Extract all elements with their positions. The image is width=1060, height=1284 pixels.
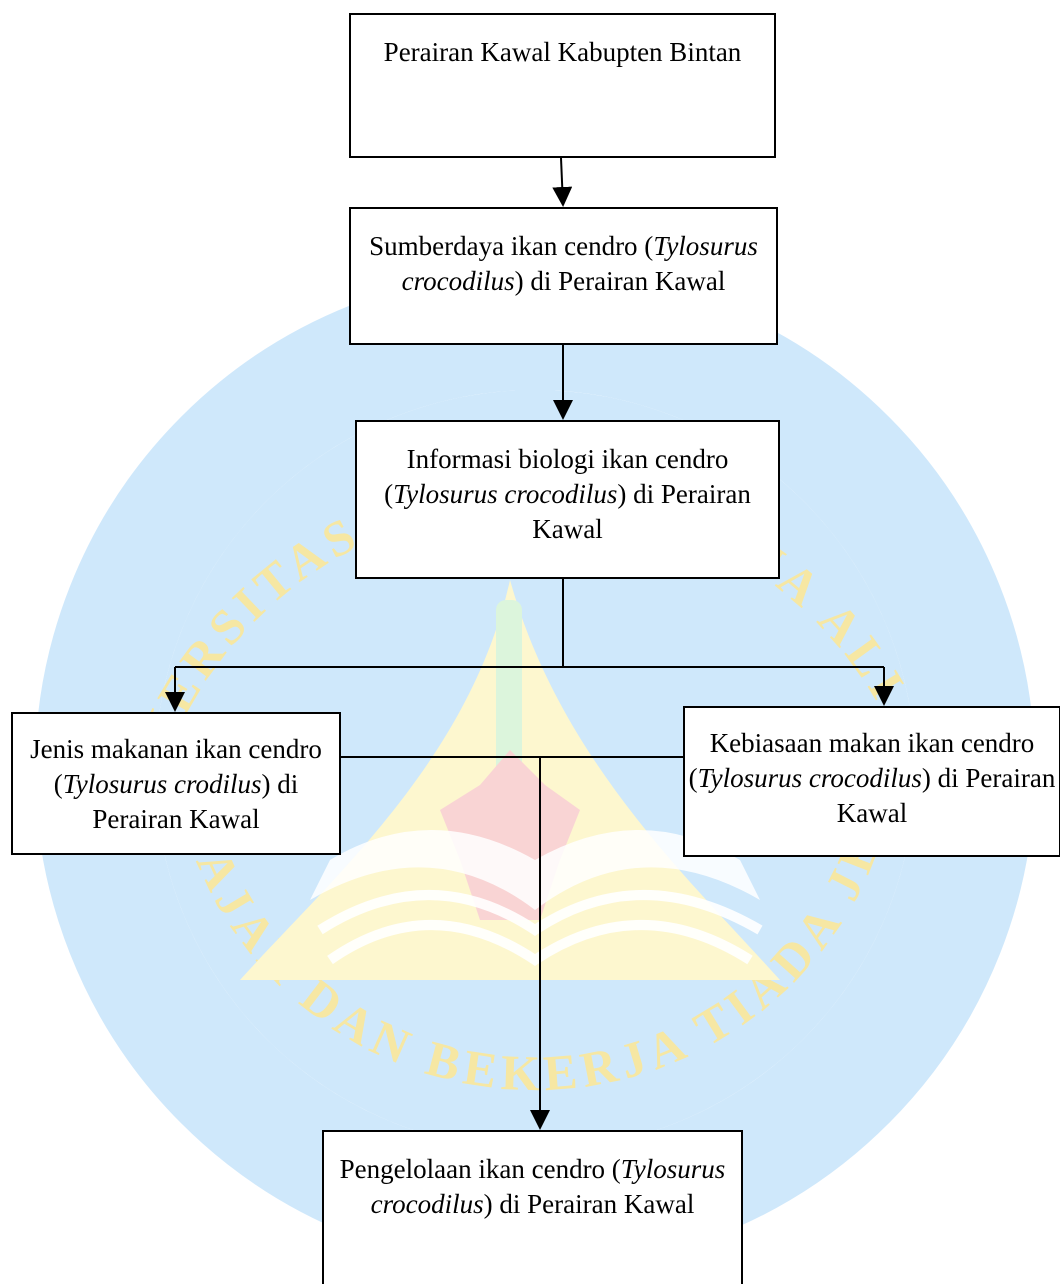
node-sumberdaya-species: Tylosurus crocodilus <box>401 231 758 296</box>
node-kebiasaan-text-before: Kebiasaan makan ikan cendro ( <box>688 728 1035 793</box>
node-kebiasaan-makan: Kebiasaan makan ikan cendro (Tylosurus c… <box>683 706 1060 857</box>
node-informasi-text-before: Informasi biologi ikan cendro ( <box>384 444 729 509</box>
node-jenis-text-after: ) di Perairan Kawal <box>92 769 299 834</box>
node-informasi-text-after: ) di Perairan Kawal <box>532 479 751 544</box>
node-sumberdaya: Sumberdaya ikan cendro (Tylosurus crocod… <box>349 207 778 345</box>
node-pengelolaan: Pengelolaan ikan cendro (Tylosurus croco… <box>322 1130 743 1284</box>
node-kebiasaan-text-after: ) di Perairan Kawal <box>836 763 1056 828</box>
node-informasi-species: Tylosurus crocodilus <box>393 479 618 509</box>
logo-book <box>310 830 760 910</box>
connector-perairan-to-sumberdaya <box>552 157 573 207</box>
node-perairan-kawal: Perairan Kawal Kabupten Bintan <box>349 13 776 158</box>
node-sumberdaya-text-after: ) di Perairan Kawal <box>514 266 726 296</box>
node-jenis-text-before: Jenis makanan ikan cendro ( <box>30 734 322 799</box>
logo-book-lines <box>317 890 763 967</box>
node-kebiasaan-species: Tylosurus crocodilus <box>697 763 922 793</box>
node-informasi-biologi: Informasi biologi ikan cendro (Tylosurus… <box>355 420 780 579</box>
node-jenis-makanan: Jenis makanan ikan cendro (Tylosurus cro… <box>11 712 341 855</box>
node-jenis-species: Tylosurus crodilus <box>62 769 262 799</box>
node-sumberdaya-text-before: Sumberdaya ikan cendro ( <box>369 231 654 261</box>
node-pengelolaan-text-after: ) di Perairan Kawal <box>483 1189 695 1219</box>
node-pengelolaan-text-before: Pengelolaan ikan cendro ( <box>339 1154 621 1184</box>
node-perairan-kawal-text: Perairan Kawal Kabupten Bintan <box>383 37 742 67</box>
node-pengelolaan-species: Tylosurus crocodilus <box>370 1154 726 1219</box>
